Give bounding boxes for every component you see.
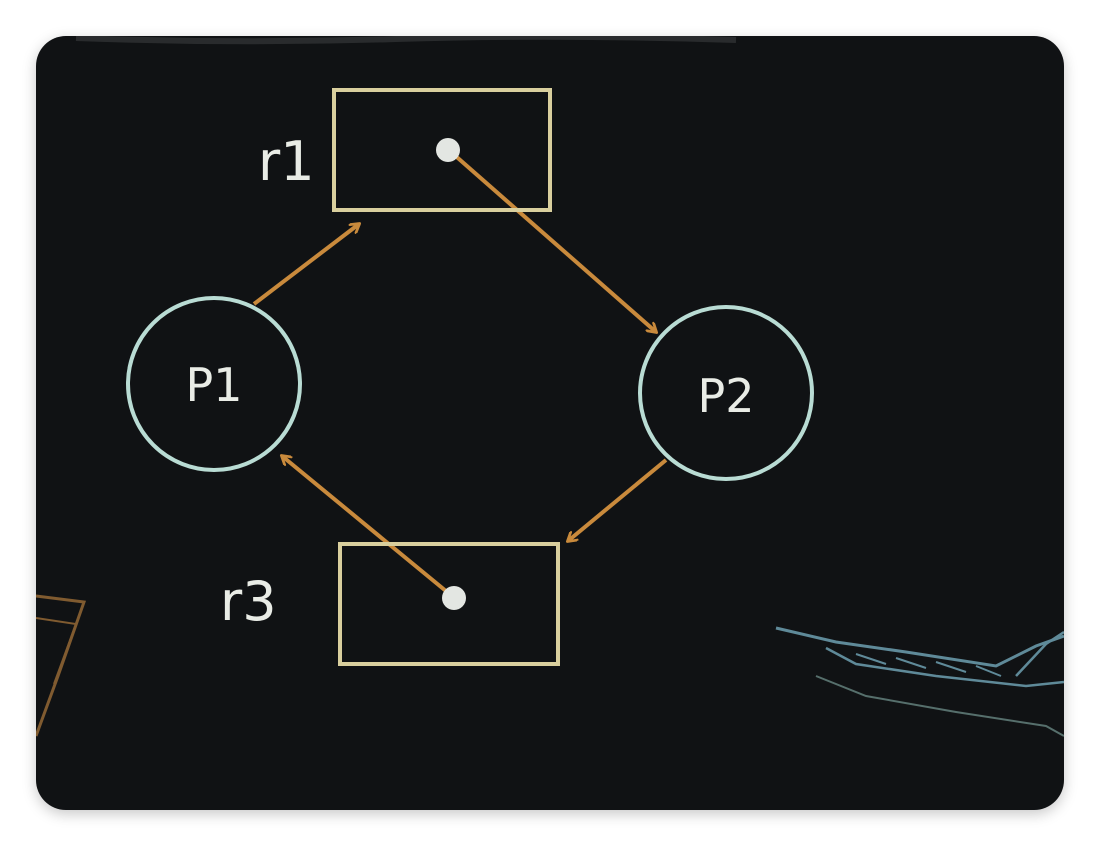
process-p1: P1 [126, 296, 302, 472]
edge-p1-to-r1 [252, 224, 359, 306]
process-label-p2: P2 [697, 369, 754, 423]
resource-instance-dot [442, 586, 466, 610]
resource-instance-dot [436, 138, 460, 162]
resource-allocation-graph: r1 r3 P1 P2 [36, 36, 1064, 737]
resource-r3: r3 [220, 542, 560, 666]
resource-r1: r1 [258, 88, 552, 212]
background-sketch-right [775, 626, 1064, 737]
top-edge-smudge [75, 36, 737, 45]
process-label-p1: P1 [185, 358, 242, 412]
background-sketch-left [36, 594, 87, 737]
edge-r3-to-p1 [282, 456, 454, 598]
edge-p2-to-r3 [568, 458, 668, 541]
edge-r1-to-p2 [449, 150, 656, 332]
resource-label-r3: r3 [220, 570, 277, 633]
slide-frame: r1 r3 P1 P2 [36, 36, 1064, 810]
resource-label-r1: r1 [258, 130, 315, 193]
process-p2: P2 [638, 305, 814, 481]
